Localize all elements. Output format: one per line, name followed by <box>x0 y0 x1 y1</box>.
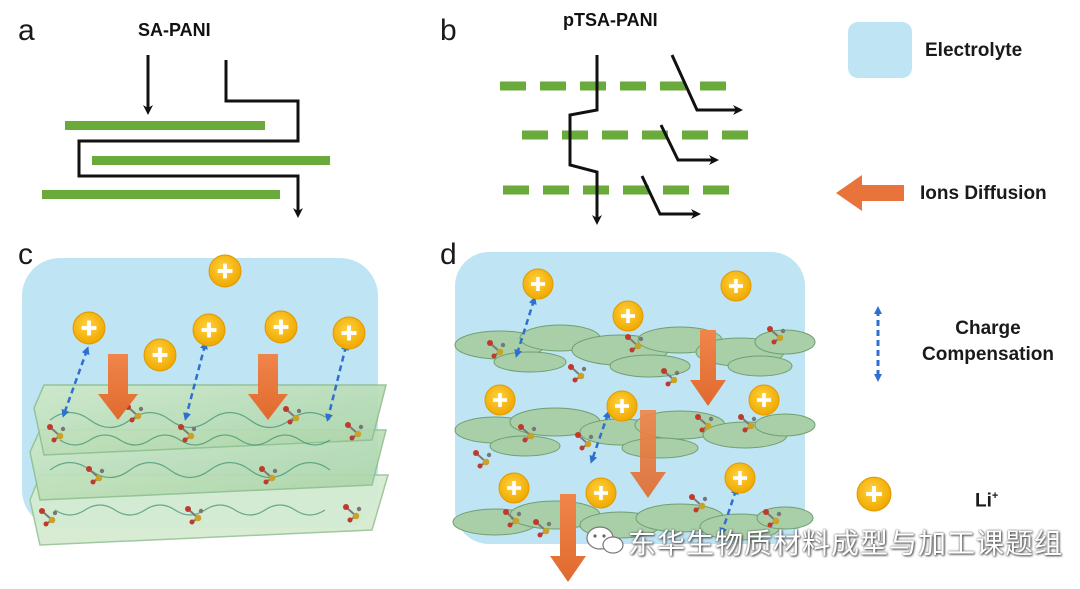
watermark-text: 东华生物质材料成型与加工课题组 <box>628 527 1064 560</box>
legend-ions-diffusion-label: Ions Diffusion <box>920 183 1047 204</box>
panel-b-title: pTSA-PANI <box>563 10 658 30</box>
green-layer <box>42 190 280 199</box>
stacked-sheets <box>29 384 389 546</box>
ion-path-arrow <box>670 54 743 115</box>
plus-circle-icon <box>612 300 644 332</box>
panel-letter-c: c <box>18 238 33 271</box>
ion-path-arrow <box>77 60 303 218</box>
plus-circle-icon <box>332 316 366 350</box>
dashed-layers <box>500 81 762 195</box>
panel-d-diagram <box>452 252 816 582</box>
panel-a-diagram <box>42 55 330 218</box>
ion-diffusion-arrows <box>550 330 726 582</box>
plus-circle-icon <box>720 270 752 302</box>
plus-circle-icon <box>208 254 242 288</box>
legend-graphics <box>836 22 912 512</box>
plus-circle-icon <box>192 313 226 347</box>
plus-circle-icon <box>606 390 638 422</box>
panel-letter-b: b <box>440 14 457 47</box>
legend-li-label: Li+ <box>975 483 998 514</box>
legend-charge-line2: Compensation <box>922 344 1054 365</box>
plus-circle-icon <box>585 477 617 509</box>
legend-charge-line1: Charge <box>955 318 1021 339</box>
electrolyte-swatch <box>848 22 912 78</box>
li-text: Li <box>975 490 992 512</box>
green-layer <box>92 156 330 165</box>
ion-path-arrow <box>568 55 602 225</box>
green-layer <box>65 121 265 130</box>
charge-compensation-arrows <box>61 341 349 422</box>
watermark: 东华生物质材料成型与加工课题组 <box>628 522 1063 562</box>
plus-circle-icon <box>498 472 530 504</box>
panel-a-title: SA-PANI <box>138 20 211 40</box>
arrow-left-icon <box>836 175 904 211</box>
li-superscript: + <box>991 490 999 502</box>
panel-letter-a: a <box>18 14 35 47</box>
plus-circle-icon <box>522 268 554 300</box>
plus-circle-icon <box>484 384 516 416</box>
panel-b-diagram <box>500 54 762 225</box>
ion-diffusion-arrows <box>98 354 288 420</box>
panel-c-diagram <box>22 254 389 546</box>
charge-compensation-arrows <box>514 296 739 536</box>
plus-circle-icon <box>72 311 106 345</box>
legend-charge-compensation-label: Charge Compensation <box>918 316 1058 368</box>
plus-circle-icon <box>856 476 892 512</box>
wechat-icon <box>586 526 624 554</box>
plus-circle-icon <box>143 338 177 372</box>
plus-circle-icon <box>748 384 780 416</box>
ion-path-arrow <box>659 124 719 165</box>
panel-letter-d: d <box>440 238 457 271</box>
plus-circle-icon <box>264 310 298 344</box>
legend-electrolyte-label: Electrolyte <box>925 40 1023 61</box>
plus-circle-icon <box>724 462 756 494</box>
ion-path-arrow <box>640 175 701 219</box>
